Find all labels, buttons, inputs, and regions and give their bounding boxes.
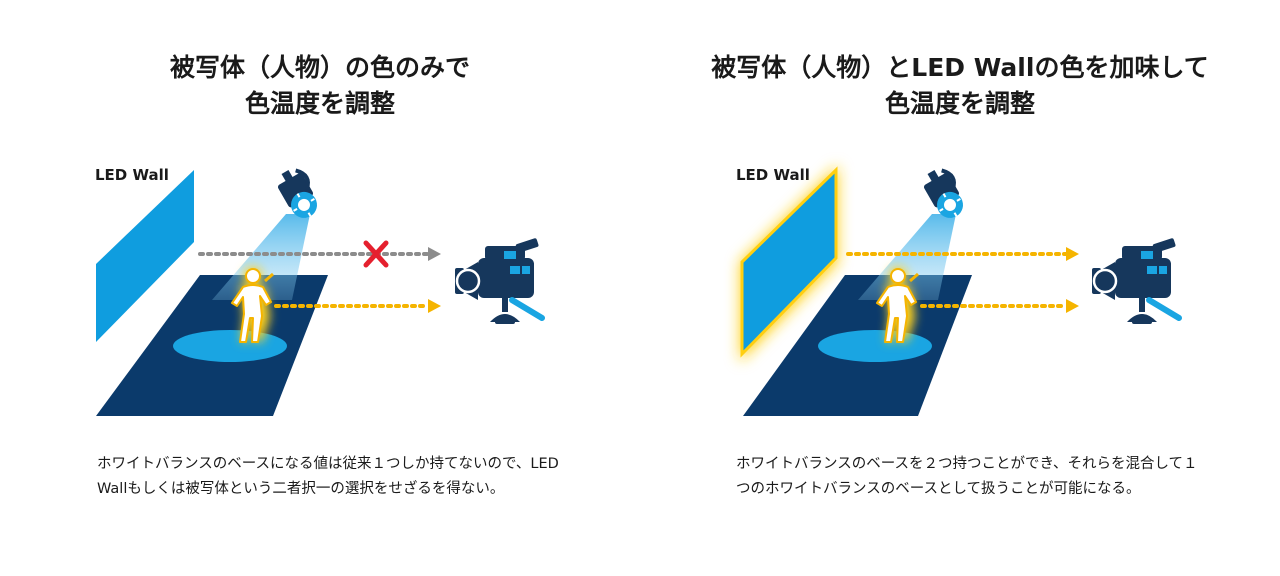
panel-description: ホワイトバランスのベースを２つ持つことができ、それらを混合して１つのホワイトバラ… <box>736 456 1198 497</box>
title-line-1: 被写体（人物）の色のみで <box>169 53 470 82</box>
cross-icon <box>363 240 389 268</box>
panel-dual-base: 被写体（人物）とLED Wallの色を加味して 色温度を調整 LED Wall <box>640 0 1280 576</box>
light-beam <box>212 214 310 300</box>
camera-icon <box>1092 238 1182 324</box>
title-line-2: 色温度を調整 <box>244 89 395 118</box>
led-wall <box>740 166 838 358</box>
floor-spotlight <box>173 330 287 362</box>
spotlight-icon <box>923 168 963 218</box>
led-wall-label: LED Wall <box>736 166 810 184</box>
panel-description: ホワイトバランスのベースになる値は従来１つしか持てないので、LED Wallもし… <box>97 456 559 497</box>
floor-spotlight <box>818 330 932 362</box>
camera-icon <box>455 238 545 324</box>
person-icon <box>876 268 919 343</box>
scene-diagram <box>740 165 1182 416</box>
wall-ray-arrowhead <box>1066 247 1079 261</box>
led-wall-label: LED Wall <box>95 166 169 184</box>
scene-diagram <box>96 168 545 416</box>
led-wall <box>96 170 194 342</box>
person-icon <box>231 268 274 343</box>
panel-title: 被写体（人物）とLED Wallの色を加味して 色温度を調整 <box>640 50 1280 122</box>
title-line-1: 被写体（人物）とLED Wallの色を加味して <box>711 53 1209 82</box>
spotlight-icon <box>277 168 317 218</box>
light-beam <box>858 214 956 300</box>
wall-ray-arrowhead <box>428 247 441 261</box>
person-ray-arrowhead <box>1066 299 1079 313</box>
panel-title: 被写体（人物）の色のみで 色温度を調整 <box>0 50 640 122</box>
panel-single-base: 被写体（人物）の色のみで 色温度を調整 LED Wall <box>0 50 640 497</box>
person-ray-arrowhead <box>428 299 441 313</box>
title-line-2: 色温度を調整 <box>884 89 1035 118</box>
